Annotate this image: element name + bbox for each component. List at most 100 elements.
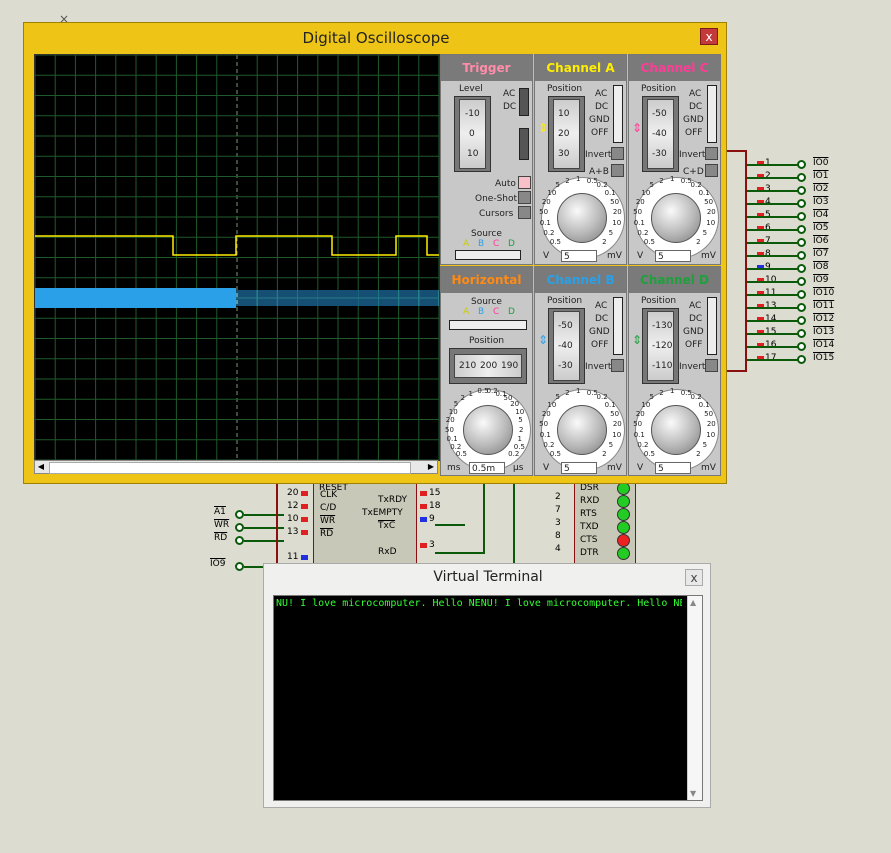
bus-pin-number: 10 bbox=[765, 275, 777, 285]
trigger-auto-button[interactable] bbox=[518, 176, 531, 189]
terminal-connector[interactable] bbox=[797, 277, 806, 286]
terminal-connector[interactable] bbox=[797, 355, 806, 364]
input-label: WR bbox=[214, 520, 230, 530]
input-connector[interactable] bbox=[235, 562, 244, 571]
terminal-connector[interactable] bbox=[797, 329, 806, 338]
terminal-connector[interactable] bbox=[797, 160, 806, 169]
timebase-knob[interactable] bbox=[463, 405, 513, 455]
scroll-up-icon[interactable]: ▲ bbox=[690, 598, 697, 607]
terminal-connector[interactable] bbox=[797, 212, 806, 221]
timebase-value[interactable]: 0.5m bbox=[469, 462, 505, 474]
bus-pin-number: 1 bbox=[765, 158, 771, 168]
terminal-connector[interactable] bbox=[797, 173, 806, 182]
terminal-connector[interactable] bbox=[797, 290, 806, 299]
coupling-dc-label: DC bbox=[689, 102, 703, 112]
dial-tick: 0.1 bbox=[604, 400, 616, 409]
trigger-coupling-switch[interactable] bbox=[519, 88, 529, 116]
input-wire bbox=[244, 540, 284, 542]
io-label: IO9 bbox=[813, 275, 829, 285]
bus-wire bbox=[747, 346, 799, 348]
dial-tick: 10 bbox=[612, 431, 622, 440]
terminal-connector[interactable] bbox=[797, 342, 806, 351]
invert-button[interactable] bbox=[705, 147, 718, 160]
horizontal-position-slider[interactable]: 210 200 190 bbox=[449, 348, 527, 384]
hpos-tick: 200 bbox=[480, 361, 498, 371]
chip-right-number: 15 bbox=[429, 488, 441, 498]
bus-wire-vertical bbox=[483, 484, 485, 554]
trigger-oneshot-button[interactable] bbox=[518, 191, 531, 204]
dial-tick: 50 bbox=[539, 420, 549, 429]
scroll-left-icon[interactable]: ◀ bbox=[37, 462, 45, 471]
terminal-connector[interactable] bbox=[797, 316, 806, 325]
scroll-down-icon[interactable]: ▼ bbox=[690, 789, 697, 798]
input-connector[interactable] bbox=[235, 536, 244, 545]
invert-button[interactable] bbox=[611, 147, 624, 160]
coupling-switch[interactable] bbox=[707, 297, 717, 355]
coupling-switch[interactable] bbox=[613, 297, 623, 355]
dial-tick: 0.1 bbox=[698, 400, 710, 409]
terminal-connector[interactable] bbox=[797, 186, 806, 195]
invert-label: Invert bbox=[679, 362, 706, 372]
coupling-switch[interactable] bbox=[707, 85, 717, 143]
io-label: IO10 bbox=[813, 288, 835, 298]
terminal-scrollbar[interactable]: ▲ ▼ bbox=[687, 596, 702, 800]
io-label: IO15 bbox=[813, 353, 835, 363]
channel-position-slider[interactable]: -50 -40 -30 bbox=[642, 96, 679, 172]
combine-button[interactable] bbox=[705, 164, 718, 177]
pin-state-marker bbox=[420, 517, 427, 522]
coupling-switch[interactable] bbox=[613, 85, 623, 143]
volts-value[interactable]: 5 bbox=[561, 462, 597, 474]
volts-knob[interactable] bbox=[557, 405, 607, 455]
input-label: RD bbox=[214, 533, 228, 543]
terminal-connector[interactable] bbox=[797, 251, 806, 260]
channel-position-label: Position bbox=[547, 84, 583, 94]
timebase-unit-us: μs bbox=[513, 463, 524, 473]
hsource-b: B bbox=[478, 307, 485, 317]
dial-tick: 0.1 bbox=[539, 219, 551, 228]
serial-led-indicator bbox=[617, 495, 630, 508]
invert-button[interactable] bbox=[705, 359, 718, 372]
terminal-connector[interactable] bbox=[797, 238, 806, 247]
scroll-thumb[interactable] bbox=[49, 462, 411, 474]
dial-tick: 0.5 bbox=[680, 388, 692, 397]
volts-knob[interactable] bbox=[651, 405, 701, 455]
invert-button[interactable] bbox=[611, 359, 624, 372]
dial-tick: 20 bbox=[635, 197, 645, 206]
trigger-level-slider[interactable]: -10 0 10 bbox=[454, 96, 491, 172]
serial-led-indicator bbox=[617, 547, 630, 560]
channel-header: Channel D bbox=[629, 267, 720, 293]
volts-value[interactable]: 5 bbox=[561, 250, 597, 262]
volts-knob[interactable] bbox=[651, 193, 701, 243]
trigger-cursors-button[interactable] bbox=[518, 206, 531, 219]
oscilloscope-close-button[interactable]: x bbox=[700, 28, 718, 45]
horizontal-scrollbar[interactable]: ◀ ▶ bbox=[34, 460, 438, 474]
volts-knob[interactable] bbox=[557, 193, 607, 243]
trigger-source-slider[interactable] bbox=[455, 250, 521, 260]
terminal-screen[interactable]: NU! I love microcomputer. Hello NENU! I … bbox=[273, 595, 703, 801]
dial-tick: 10 bbox=[515, 407, 525, 416]
horizontal-source-slider[interactable] bbox=[449, 320, 527, 330]
trigger-oneshot-label: One-Shot bbox=[475, 194, 518, 204]
terminal-connector[interactable] bbox=[797, 225, 806, 234]
channel-position-slider[interactable]: -50 -40 -30 bbox=[548, 308, 585, 384]
dial-tick: 5 bbox=[518, 416, 523, 425]
bus-wire bbox=[747, 255, 799, 257]
channel-position-slider[interactable]: 10 20 30 bbox=[548, 96, 585, 172]
input-connector[interactable] bbox=[235, 510, 244, 519]
terminal-close-button[interactable]: x bbox=[685, 569, 703, 586]
dial-tick: 1 bbox=[576, 387, 581, 395]
volts-value[interactable]: 5 bbox=[655, 462, 691, 474]
trigger-edge-switch[interactable] bbox=[519, 128, 529, 160]
scroll-right-icon[interactable]: ▶ bbox=[427, 462, 435, 471]
dial-tick: 10 bbox=[547, 188, 557, 197]
dial-tick: 0.1 bbox=[495, 389, 507, 398]
terminal-connector[interactable] bbox=[797, 199, 806, 208]
terminal-connector[interactable] bbox=[797, 303, 806, 312]
input-connector[interactable] bbox=[235, 523, 244, 532]
serial-pin-number: 4 bbox=[555, 544, 561, 554]
level-tick: -10 bbox=[465, 109, 480, 119]
volts-value[interactable]: 5 bbox=[655, 250, 691, 262]
combine-button[interactable] bbox=[611, 164, 624, 177]
terminal-connector[interactable] bbox=[797, 264, 806, 273]
channel-position-slider[interactable]: -130 -120 -110 bbox=[642, 308, 679, 384]
